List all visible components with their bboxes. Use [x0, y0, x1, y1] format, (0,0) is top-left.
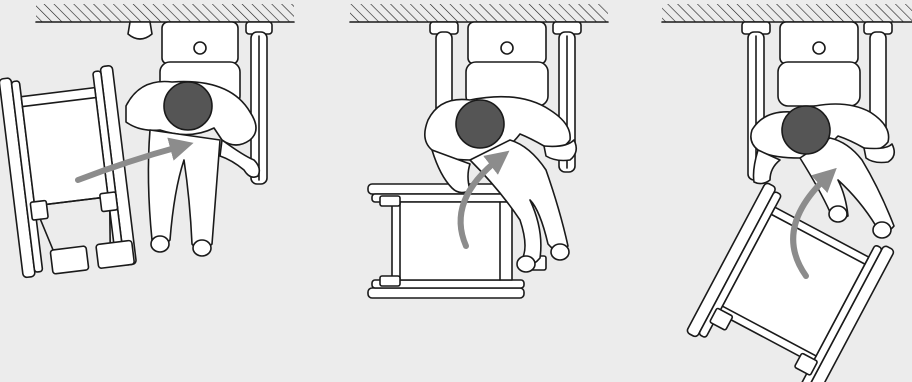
wheelchair-icon: [0, 65, 136, 277]
panel-2: [350, 4, 608, 298]
wall-icon: [350, 4, 608, 22]
panel-3: [662, 4, 912, 382]
wall-icon: [662, 4, 912, 22]
wall-icon: [36, 4, 294, 22]
panel-1: [0, 4, 294, 278]
flush-valve-icon: [128, 22, 152, 39]
toilet-icon: [466, 22, 548, 106]
person-icon: [126, 82, 259, 257]
toilet-icon: [778, 22, 860, 106]
wheelchair-icon: [686, 182, 895, 382]
